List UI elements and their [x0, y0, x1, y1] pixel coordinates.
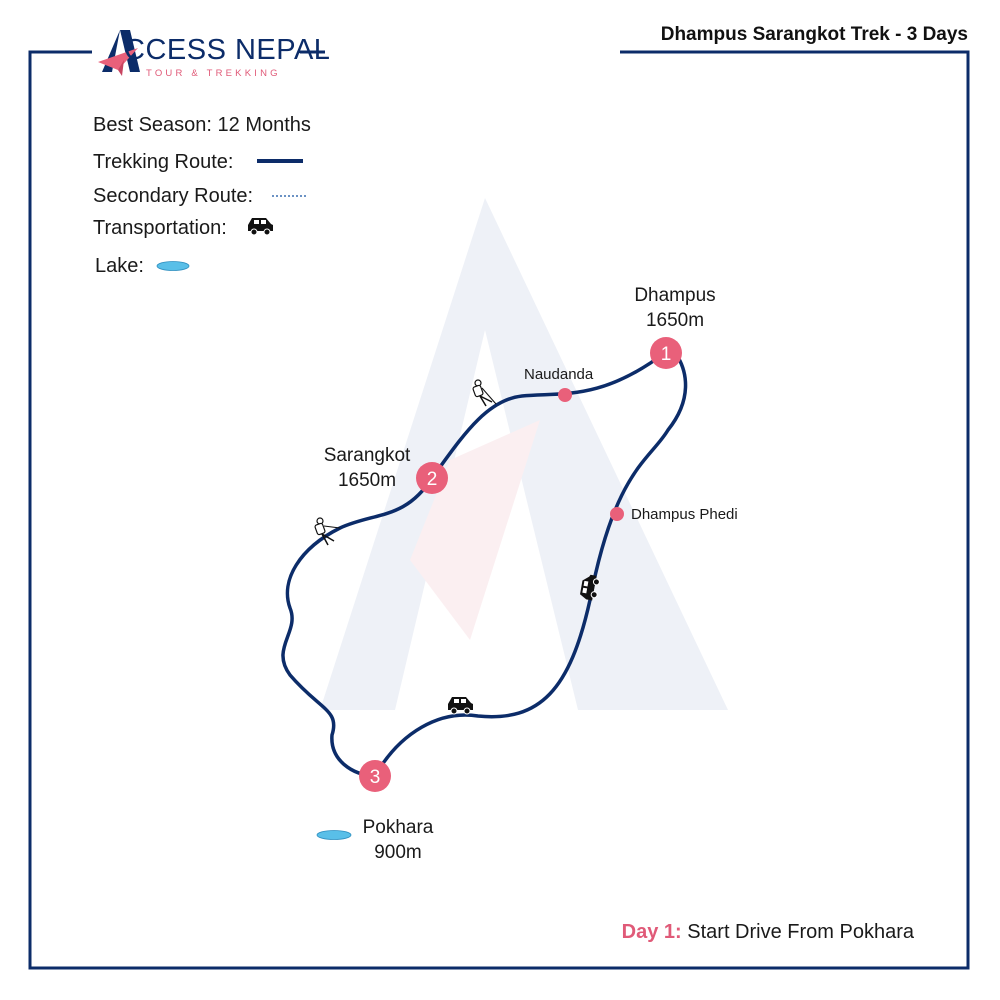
place-name: Sarangkot: [323, 445, 411, 466]
trekking-route-path: [281, 350, 688, 778]
waypoint-dhampus-phedi-dot: [610, 507, 624, 521]
place-label-pokhara: Pokhara 900m: [328, 815, 468, 865]
watermark-logo: [320, 198, 728, 710]
brand-tagline: TOUR & TREKKING: [146, 68, 281, 79]
place-altitude: 900m: [374, 842, 422, 863]
stop-marker-2: 2: [416, 462, 448, 494]
day-label: Day 1:: [621, 921, 682, 943]
brand-name: CCESS NEPAL: [124, 34, 331, 66]
hiker-icon: [472, 379, 497, 407]
waypoint-label-dhampus-phedi: Dhampus Phedi: [631, 506, 738, 523]
svg-text:1: 1: [661, 344, 672, 365]
day-text: Start Drive From Pokhara: [687, 921, 914, 943]
place-label-sarangkot: Sarangkot 1650m: [297, 443, 437, 493]
legend-best-season: Best Season: 12 Months: [93, 114, 311, 136]
hiker-icon: [314, 517, 341, 546]
svg-text:2: 2: [427, 469, 438, 490]
jeep-icon: [580, 574, 600, 601]
paper-plane-a-logo: [98, 30, 140, 76]
map-frame: [28, 50, 970, 970]
place-name: Pokhara: [362, 817, 434, 838]
legend-transportation: Transportation:: [93, 217, 227, 239]
jeep-icon: [248, 218, 273, 236]
legend-secondary-route: Secondary Route:: [93, 185, 254, 207]
legend-trekking-route: Trekking Route:: [93, 151, 234, 173]
place-label-dhampus: Dhampus 1650m: [605, 283, 745, 333]
jeep-icon: [448, 697, 473, 715]
place-altitude: 1650m: [645, 310, 705, 331]
day-info: Day 1: Start Drive From Pokhara: [622, 921, 914, 944]
place-altitude: 1650m: [337, 470, 397, 491]
waypoint-naudanda-dot: [558, 388, 572, 402]
svg-text:3: 3: [370, 767, 381, 788]
lake-icon: [156, 261, 190, 271]
lake-icon: [316, 830, 352, 840]
legend-lake: Lake:: [95, 255, 144, 277]
waypoint-label-naudanda: Naudanda: [524, 366, 594, 383]
stop-marker-1: 1: [650, 337, 682, 369]
stop-marker-3: 3: [359, 760, 391, 792]
trek-title: Dhampus Sarangkot Trek - 3 Days: [660, 24, 968, 45]
place-name: Dhampus: [634, 285, 716, 306]
